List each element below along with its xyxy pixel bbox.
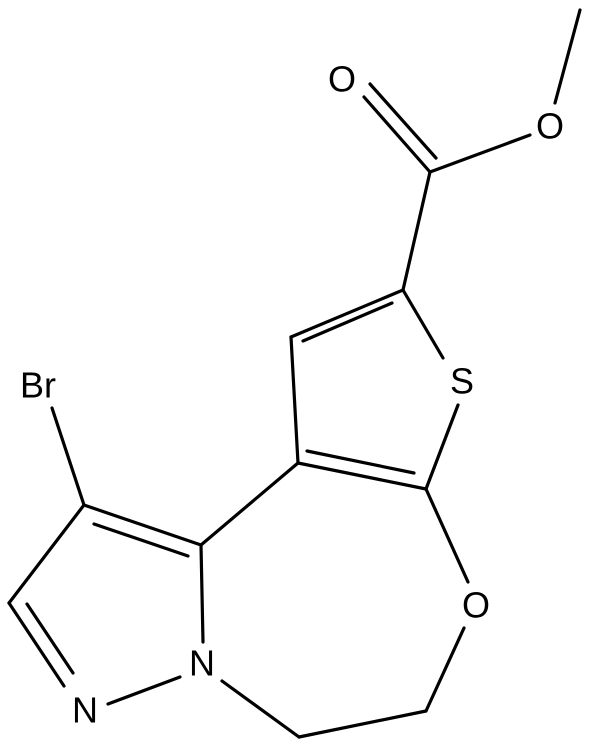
bond-carbonyl-outer: [362, 95, 432, 174]
bond-thiophene-c2-c3-double: [301, 301, 394, 343]
bond-pyrazole-c-cbr: [82, 503, 203, 547]
bond-thiophene-c3a-c7a-double: [305, 449, 416, 475]
bond-ring-c7a-o: [424, 487, 470, 584]
atom-bridgehead-nitrogen: N: [189, 643, 215, 684]
bond-pyrazole-cbr-br: [50, 406, 86, 507]
bond-pyrazole-ch-n: [7, 601, 66, 688]
atom-ester-oxygen: O: [536, 106, 564, 147]
atom-pyrazole-nitrogen: N: [72, 690, 98, 731]
atom-carbonyl-oxygen: O: [328, 59, 356, 100]
atom-bromine: Br: [20, 365, 56, 406]
bond-ring-o-ch2: [424, 626, 466, 713]
bond-pyrazole-n-n: [106, 675, 182, 706]
bond-pyrazole-cbr-ch: [7, 503, 86, 605]
bond-thiophene-c7a-s: [424, 403, 460, 491]
bond-pyrazole-c-cbr-double: [92, 522, 190, 558]
bond-thiophene-c3a-c7a: [296, 461, 428, 491]
bond-thiophene-c3-c3a: [289, 335, 300, 465]
bond-ester-to-ring: [401, 170, 432, 292]
bond-ring-ch2-ch2: [297, 709, 428, 739]
bond-pyrazole-ch-n-double: [25, 602, 75, 675]
bond-ring-ch2-n: [220, 679, 301, 739]
atom-sulfur: S: [450, 361, 474, 402]
bond-thiophene-s-c2: [401, 288, 445, 360]
bond-thiophene-c2-c3: [289, 288, 405, 339]
atom-ring-oxygen: O: [462, 585, 490, 626]
bond-pyrazole-c-n: [199, 543, 205, 644]
bond-carbonyl-inner: [368, 82, 438, 160]
bond-methyl: [553, 8, 582, 105]
bond-ester-o-c: [428, 133, 532, 174]
bond-ring-c3a-c: [199, 461, 300, 547]
